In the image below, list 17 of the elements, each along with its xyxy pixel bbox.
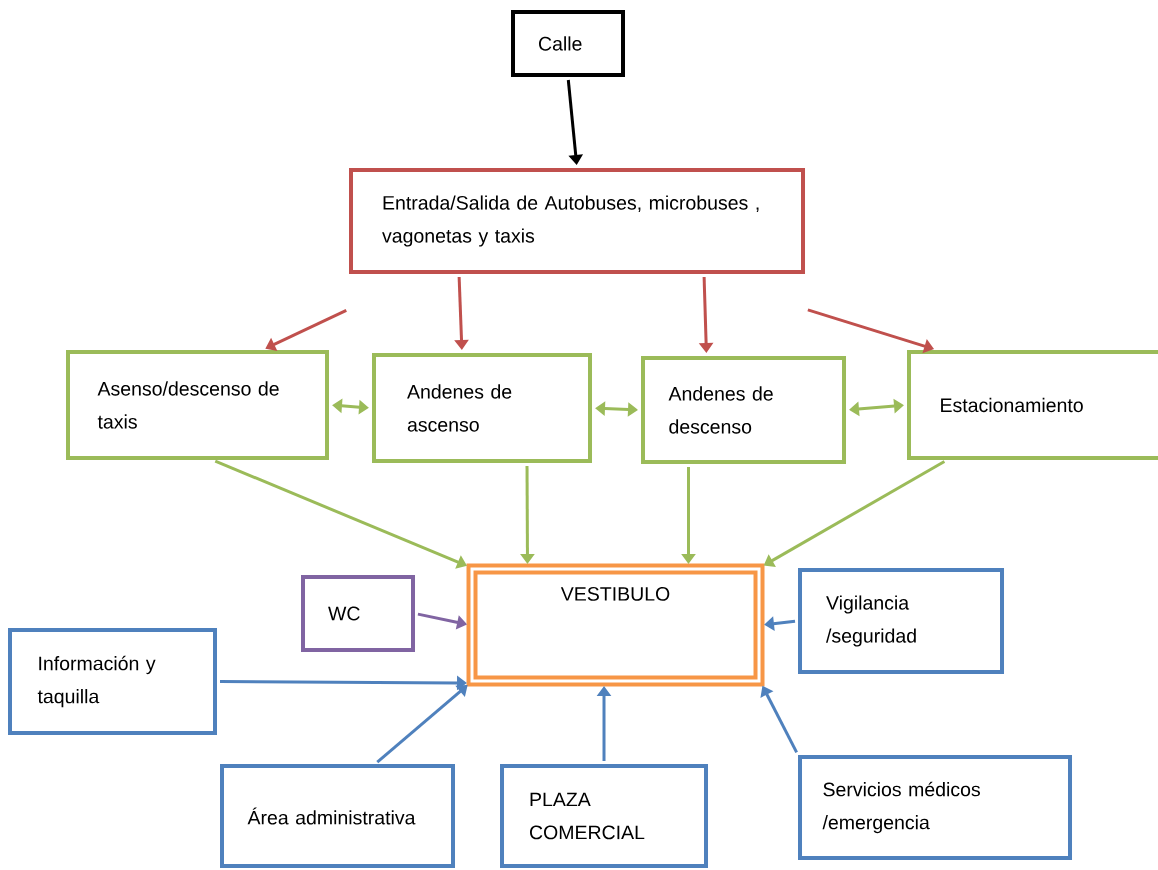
process-box: Calle [511, 10, 625, 77]
process-box: Área administrativa [220, 764, 455, 868]
arrow [376, 685, 468, 764]
process-box: Andenes de descenso [641, 356, 846, 464]
process-box: Andenes de ascenso [372, 353, 592, 463]
arrow [265, 308, 347, 352]
hall-box: VESTIBULO [466, 563, 765, 687]
process-box: PLAZA COMERCIAL [500, 764, 708, 868]
arrow [849, 398, 904, 417]
arrow [566, 79, 584, 165]
process-box: Servicios médicos /emergencia [798, 755, 1072, 860]
process-box: Estacionamiento [907, 350, 1158, 460]
process-box: Entrada/Salida de Autobuses, microbuses , vagonetas y taxis [349, 168, 805, 274]
process-box: WC [301, 575, 415, 652]
process-box: Vigilancia /seguridad [798, 568, 1004, 674]
process-box: Información y taquilla [8, 628, 217, 735]
process-box: Asenso/descenso de taxis [66, 350, 329, 460]
